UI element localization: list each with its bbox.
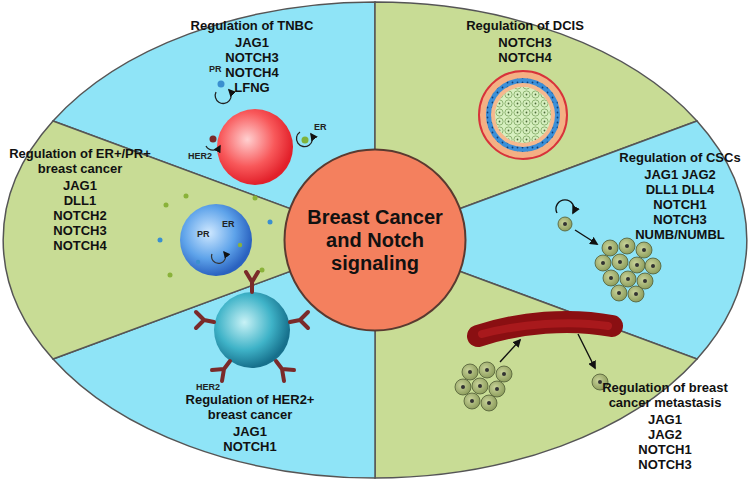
center-circle: Breast Cancer and Notch signaling	[283, 148, 467, 332]
sector-heading: Regulation of ER+/PR+ breast cancer	[5, 146, 155, 176]
gene-list: JAG1 JAG2 DLL1 DLL4 NOTCH1 NOTCH3 NUMB/N…	[635, 167, 725, 242]
sector-heading: Regulation of CSCs	[619, 150, 740, 165]
dcis-sector: Regulation of DCIS NOTCH3 NOTCH4	[466, 18, 584, 65]
sector-heading: Regulation of DCIS	[466, 18, 584, 33]
er-pr-sector: Regulation of ER+/PR+ breast cancerJAG1 …	[5, 146, 155, 253]
receptor-label: HER2	[196, 382, 220, 392]
sector-heading: Regulation of HER2+ breast cancer	[180, 392, 320, 422]
sector-heading: Regulation of TNBC	[191, 18, 314, 33]
receptor-label: ER	[222, 219, 235, 229]
tnbc-sector: Regulation of TNBC JAG1 NOTCH3 NOTCH4 LFN…	[191, 18, 314, 95]
gene-list: JAG1 NOTCH3 NOTCH4 LFNG	[225, 35, 278, 95]
csc-sector: Regulation of CSCsJAG1 JAG2 DLL1 DLL4 NO…	[619, 150, 740, 242]
her2-sector: Regulation of HER2+ breast cancerJAG1 NO…	[180, 392, 320, 454]
receptor-label: PR	[197, 229, 210, 239]
sector-heading: Regulation of breast cancer metastasis	[595, 380, 735, 410]
metastasis-sector: Regulation of breast cancer metastasisJA…	[595, 380, 735, 472]
receptor-label: PR	[209, 64, 222, 74]
center-title: Breast Cancer and Notch signaling	[301, 206, 449, 275]
receptor-label: HER2	[188, 151, 212, 161]
gene-list: NOTCH3 NOTCH4	[498, 35, 551, 65]
gene-list: JAG1 JAG2 NOTCH1 NOTCH3	[638, 412, 691, 472]
gene-list: JAG1 NOTCH1	[223, 424, 276, 454]
receptor-label: ER	[314, 122, 327, 132]
gene-list: JAG1 DLL1 NOTCH2 NOTCH3 NOTCH4	[53, 178, 106, 253]
